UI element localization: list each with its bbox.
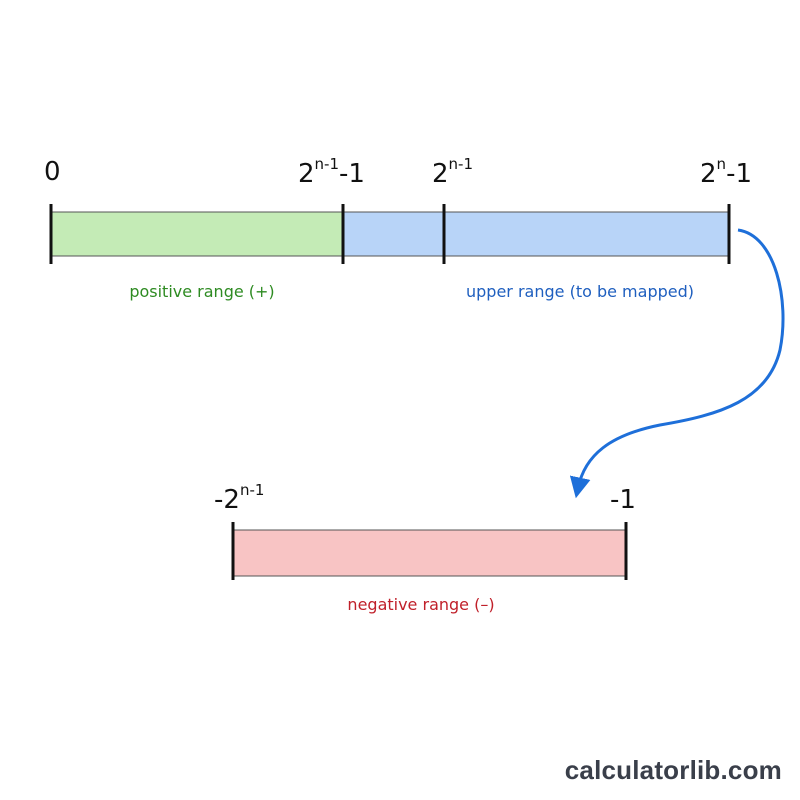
label-minus-one: -1 [610, 485, 636, 515]
upper-range-bar [342, 211, 730, 257]
label-half-minus-one: 2n-1-1 [298, 155, 365, 189]
positive-range-bar [50, 211, 344, 257]
upper-number-line: 0 2n-1-1 2n-1 2n-1 positive range (+) up… [44, 155, 752, 301]
negative-range-bar [232, 529, 627, 577]
label-half: 2n-1 [432, 155, 473, 189]
label-full-minus-one: 2n-1 [700, 155, 752, 189]
mapping-arrow [569, 228, 785, 499]
lower-number-line: -2n-1 -1 negative range (–) [214, 481, 636, 614]
label-zero: 0 [44, 157, 61, 187]
upper-range-label: upper range (to be mapped) [466, 282, 694, 301]
positive-range-label: positive range (+) [129, 282, 274, 301]
watermark-text: calculatorlib.com [564, 755, 782, 785]
negative-range-label: negative range (–) [347, 595, 494, 614]
label-neg-half: -2n-1 [214, 481, 264, 515]
